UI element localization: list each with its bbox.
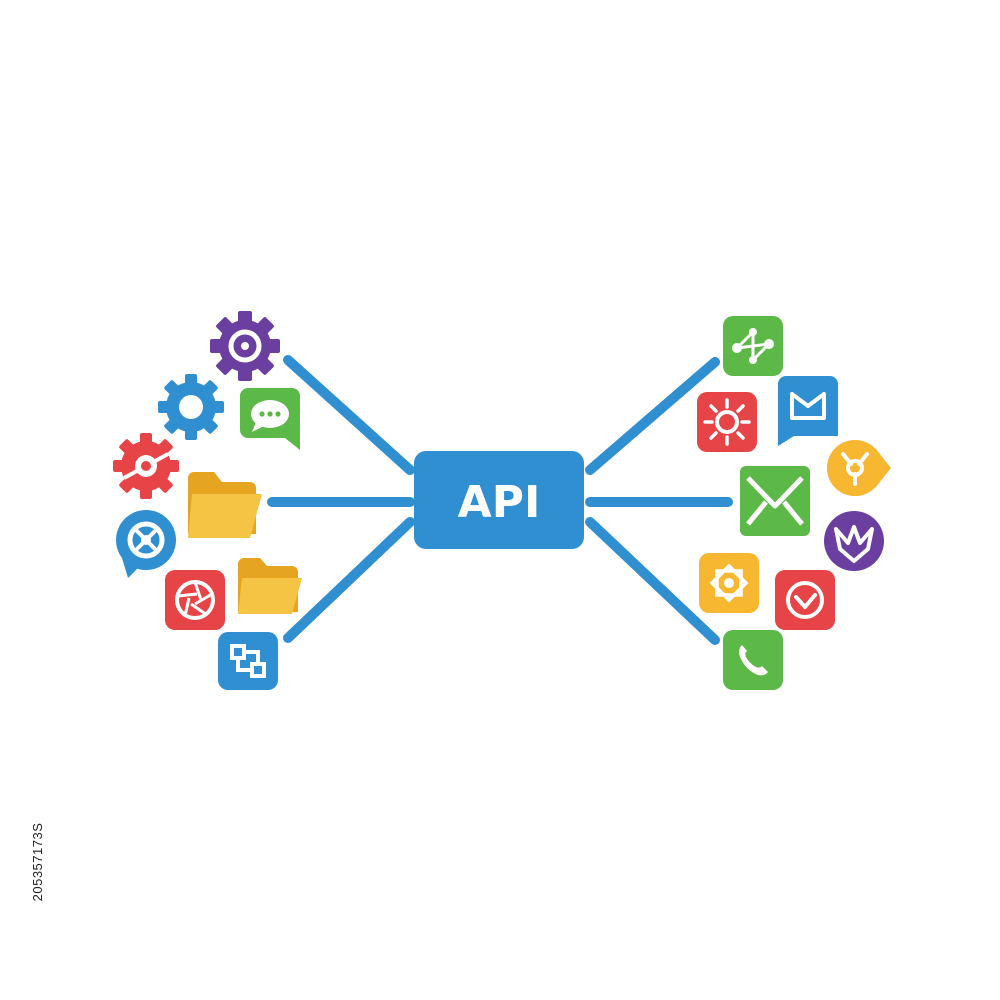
blue-circle-badge-icon xyxy=(116,510,176,578)
connector-right-bottom xyxy=(585,517,720,645)
api-hub-label: API xyxy=(458,477,541,528)
small-folder-icon xyxy=(238,558,302,614)
badge-tile-icon xyxy=(699,553,759,613)
check-circle-tile-icon xyxy=(775,570,835,630)
connector-right-top xyxy=(585,357,720,475)
phone-tile-icon xyxy=(723,630,783,690)
aperture-icon xyxy=(165,570,225,630)
chat-bubble-icon xyxy=(240,388,300,450)
envelope-icon xyxy=(740,466,810,536)
purple-gear-icon xyxy=(210,311,280,381)
sun-tile-icon xyxy=(697,392,757,452)
orange-badge-icon xyxy=(827,440,891,497)
api-hub-box xyxy=(414,451,584,549)
connector-lines xyxy=(267,355,733,645)
connector-left-top xyxy=(283,355,415,475)
connector-left-bottom xyxy=(283,517,415,643)
folder-icon xyxy=(188,472,262,538)
nodes-tile-icon xyxy=(723,316,783,376)
network-tile-icon xyxy=(218,632,278,690)
stock-image-id: 205357173S xyxy=(30,822,45,902)
red-gear-icon xyxy=(113,433,179,499)
blue-gear-icon xyxy=(158,374,224,440)
api-hub: API xyxy=(414,451,584,549)
shield-mail-icon xyxy=(778,376,838,446)
purple-crest-icon xyxy=(824,511,884,571)
